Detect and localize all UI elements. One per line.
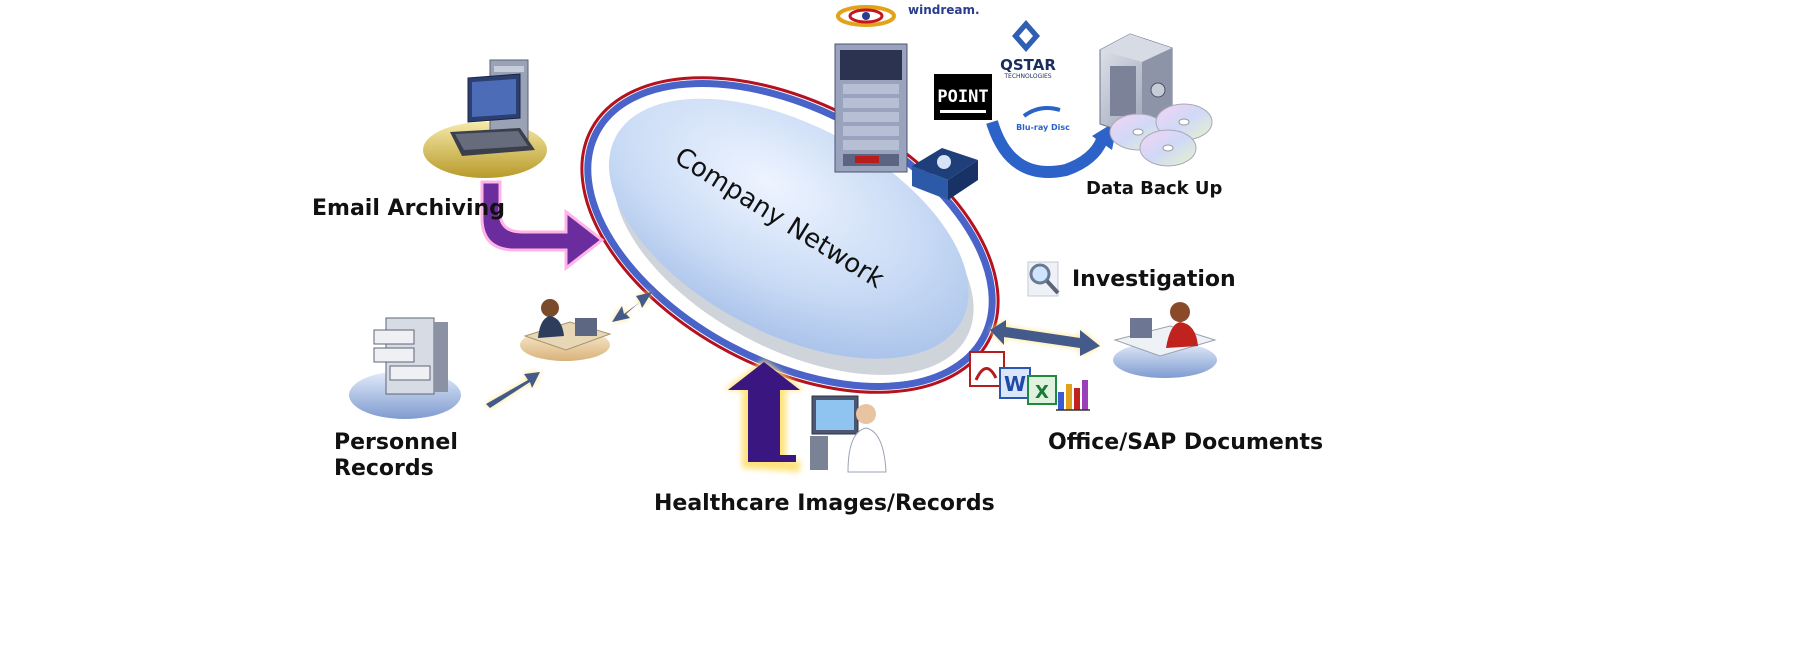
investigation-label: Investigation bbox=[1072, 267, 1236, 292]
point-logo bbox=[934, 74, 992, 120]
pdf-document-icon bbox=[969, 351, 1005, 387]
healthcare-workstation-icon bbox=[810, 395, 887, 473]
windream-logo-text: windream. bbox=[908, 3, 980, 17]
personnel-records-line1: Personnel bbox=[334, 430, 458, 455]
excel-document-icon: X bbox=[1027, 375, 1057, 405]
storage-drive-icon bbox=[912, 148, 978, 200]
bluray-logo-text: Blu-ray Disc bbox=[1016, 123, 1070, 132]
investigation-worker-icon bbox=[1113, 302, 1217, 378]
bar-chart-document-icon bbox=[1056, 380, 1090, 411]
personnel-records-line2: Records bbox=[334, 456, 434, 481]
qstar-logo bbox=[1012, 20, 1040, 52]
qstar-logo-subtext: TECHNOLOGIES bbox=[1003, 73, 1051, 80]
email-archiving-arrow bbox=[480, 180, 605, 272]
personnel-network-double-arrow bbox=[612, 292, 652, 322]
magnifier-icon bbox=[1027, 261, 1060, 297]
healthcare-records-label: Healthcare Images/Records bbox=[654, 491, 995, 516]
company-network-ellipse bbox=[580, 76, 1000, 394]
personnel-arrow bbox=[486, 372, 540, 408]
personnel-worker-icon bbox=[520, 299, 612, 361]
healthcare-up-arrow bbox=[724, 360, 804, 472]
discs-icon bbox=[1109, 103, 1213, 167]
email-archiving-computer-icon bbox=[423, 59, 547, 178]
office-sap-documents-label: Office/SAP Documents bbox=[1048, 430, 1324, 455]
word-document-icon: W bbox=[999, 367, 1031, 399]
server-tower-icon bbox=[834, 43, 908, 173]
file-cabinet-icon bbox=[349, 317, 461, 419]
point-logo-text: POINT bbox=[937, 87, 988, 107]
personnel-records-label: Personnel Records bbox=[334, 430, 458, 482]
email-archiving-label: Email Archiving bbox=[312, 196, 505, 221]
svg-text:W: W bbox=[1004, 372, 1026, 396]
windream-logo bbox=[836, 5, 896, 27]
data-back-up-label: Data Back Up bbox=[1086, 178, 1223, 199]
qstar-logo-text: QSTAR bbox=[1000, 56, 1056, 74]
bluray-logo bbox=[1022, 106, 1061, 118]
investigation-double-arrow bbox=[990, 320, 1100, 356]
svg-text:X: X bbox=[1035, 382, 1049, 403]
